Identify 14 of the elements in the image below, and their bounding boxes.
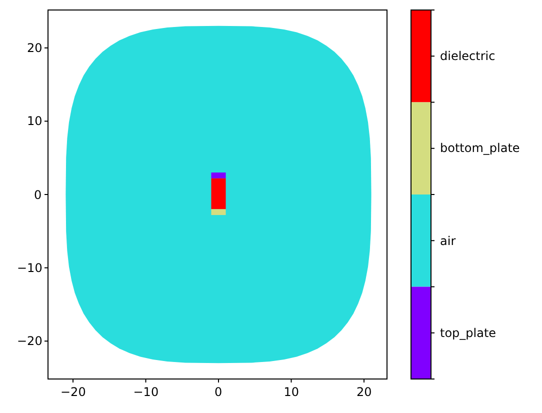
legend-label: top_plate [440,326,496,340]
legend-label: air [440,234,456,248]
legend-label: dielectric [440,49,496,64]
axis-tick-label: 0 [214,385,222,399]
axis-tick-label: 0 [34,188,42,202]
axis-tick-label: −10 [17,260,42,275]
axis-tick-label: 20 [356,385,372,399]
axis-tick-label: 10 [284,385,300,399]
axis-tick-label: 20 [27,40,42,55]
axis-tick-label: −20 [17,334,42,348]
legend-label: bottom_plate [440,141,520,156]
axis-tick-label: 10 [27,114,42,128]
axis-tick-label: −20 [60,385,86,399]
axis-tick-label: −10 [133,385,159,399]
